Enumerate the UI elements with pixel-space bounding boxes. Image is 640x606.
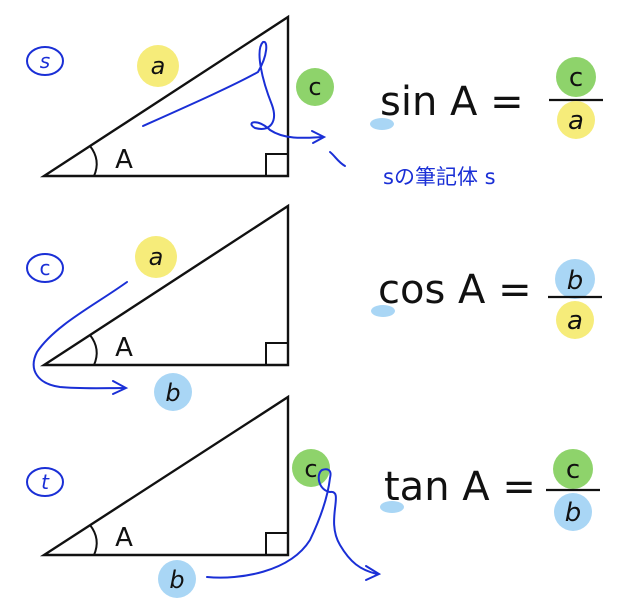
formula-lhs: tan A =	[384, 464, 536, 510]
angle-arc	[89, 334, 98, 366]
opposite-label: c	[308, 73, 321, 101]
row-cos: c A a b cos A = b a	[26, 203, 602, 411]
direction-stroke	[206, 468, 378, 579]
denominator: a	[568, 106, 584, 136]
adjacent-label: b	[169, 566, 184, 594]
opposite-label: c	[304, 455, 317, 483]
row-sin: s A a c sの筆記体 s sin A = c a	[26, 14, 603, 189]
highlight-blue	[158, 560, 196, 598]
highlight-green	[296, 68, 334, 106]
highlight-green	[292, 449, 330, 487]
highlight-blue	[154, 373, 192, 411]
right-angle-mark	[265, 342, 288, 365]
numerator-highlight	[556, 57, 596, 97]
hypotenuse-label: a	[149, 243, 164, 271]
marker-letter: c	[40, 256, 51, 280]
denominator-highlight	[554, 493, 592, 531]
angle-label: A	[115, 145, 133, 175]
direction-stroke	[32, 281, 128, 390]
arrow-head	[365, 565, 382, 581]
denominator: a	[567, 306, 583, 336]
numerator: b	[567, 266, 584, 296]
highlight-blue-dot	[371, 305, 395, 317]
right-triangle	[39, 14, 290, 178]
marker-circle	[26, 467, 64, 497]
arrow-head	[311, 130, 327, 144]
formula-lhs: cos A =	[378, 267, 532, 313]
denominator: b	[565, 498, 582, 528]
angle-label: A	[115, 333, 133, 363]
numerator: c	[569, 63, 583, 93]
marker-circle	[26, 253, 64, 283]
numerator-highlight	[553, 449, 593, 489]
row-tan: t A c b tan A = c b	[26, 394, 600, 598]
highlight-yellow	[137, 45, 179, 87]
right-triangle	[39, 203, 290, 367]
note-text: sの筆記体 s	[383, 165, 496, 189]
marker-letter: t	[41, 470, 50, 494]
denominator-highlight	[557, 101, 595, 139]
cursive-s-stroke	[142, 40, 323, 139]
denominator-highlight	[556, 301, 594, 339]
marker-circle	[26, 46, 64, 76]
right-angle-mark	[265, 153, 288, 176]
arrow-head	[112, 380, 129, 395]
numerator-highlight	[555, 259, 595, 299]
numerator: c	[566, 455, 580, 485]
angle-arc	[89, 145, 98, 177]
formula-lhs: sin A =	[380, 79, 524, 125]
marker-letter: s	[40, 49, 50, 73]
angle-arc	[89, 524, 98, 556]
right-triangle	[39, 394, 290, 557]
adjacent-label: b	[165, 379, 180, 407]
highlight-yellow	[135, 236, 177, 278]
hypotenuse-label: a	[151, 52, 166, 80]
highlight-blue-dot	[380, 501, 404, 513]
note-pointer	[329, 151, 346, 167]
right-angle-mark	[265, 532, 288, 555]
highlight-blue-dot	[370, 118, 394, 130]
angle-label: A	[115, 523, 133, 553]
